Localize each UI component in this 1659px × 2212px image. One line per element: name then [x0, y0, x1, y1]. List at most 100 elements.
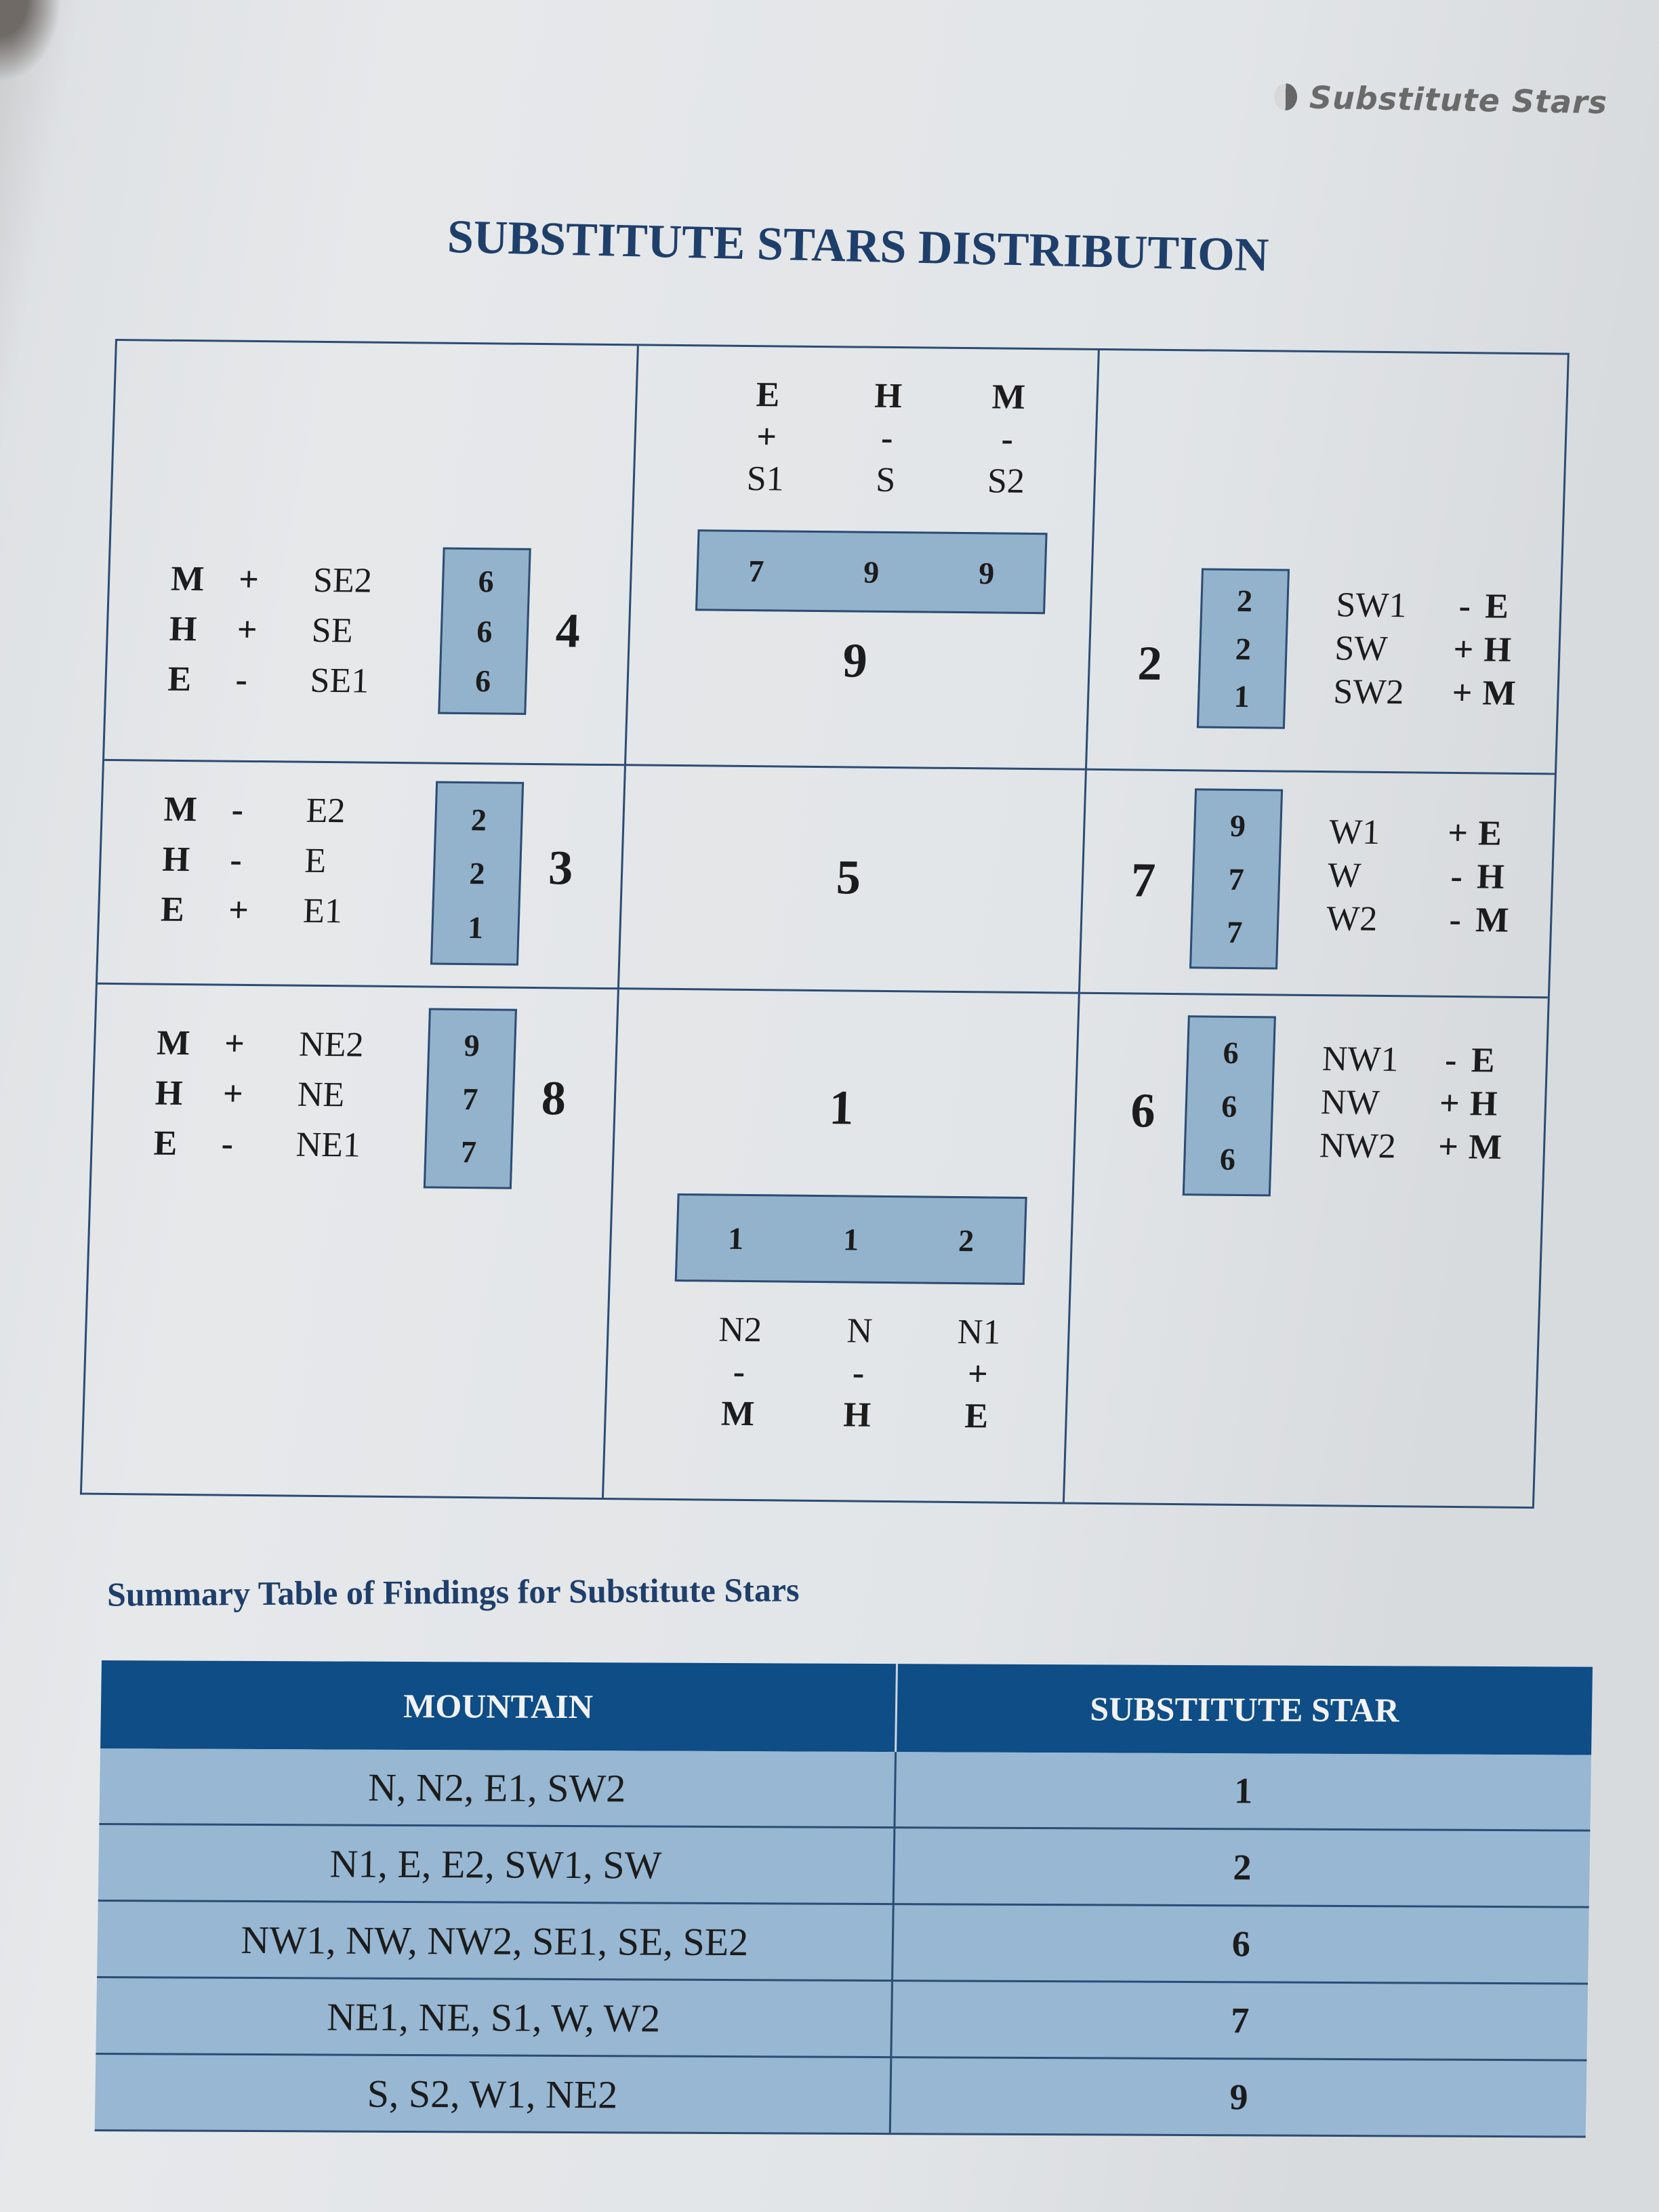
n-cols: N2-M N-H N1+E	[674, 1309, 1044, 1438]
s-substitute-box: 7 9 9	[695, 529, 1048, 615]
star-cell: 6	[892, 1904, 1589, 1984]
list-item: E-SE1	[167, 659, 406, 701]
running-head-text: Substitute Stars	[1309, 79, 1608, 121]
star-letter: M	[720, 1394, 756, 1434]
star-letter: M	[1481, 673, 1517, 713]
list-item: M+SE2	[170, 558, 409, 601]
sign: +	[1439, 1084, 1460, 1123]
star-letter: H	[1476, 857, 1505, 897]
ne-base-star: 8	[540, 1071, 567, 1126]
direction: S1	[745, 459, 785, 499]
list-item: N2-M	[716, 1309, 762, 1436]
star-cell: 2	[893, 1827, 1591, 1908]
star-letter: M	[991, 377, 1026, 417]
w-substitute-box: 9 7 7	[1189, 788, 1284, 970]
list-item: SW+H	[1334, 626, 1525, 672]
mountain-cell: NE1, NE, S1, W, W2	[96, 1977, 893, 2057]
star-cell: 1	[894, 1752, 1592, 1831]
mountain-cell: NW1, NW, NW2, SE1, SE, SE2	[97, 1900, 894, 1981]
substitute-value: 7	[462, 1081, 479, 1116]
table-header-row: MOUNTAIN SUBSTITUTE STAR	[100, 1660, 1593, 1755]
ne-substitute-box: 9 7 7	[423, 1008, 517, 1189]
sector-n: 1 1 1 2 N2-M N-H N1+E	[603, 989, 1080, 1502]
sign: +	[222, 1074, 244, 1113]
sign: -	[1000, 419, 1014, 459]
list-item: M + NE2	[156, 1023, 394, 1065]
w-rows: W1+E W-H W2-M	[1326, 810, 1519, 942]
sign: +	[237, 610, 258, 649]
direction: E1	[302, 891, 343, 930]
substitute-value: 6	[477, 564, 495, 599]
substitute-value: 2	[1235, 631, 1252, 666]
mountain-cell: N, N2, E1, SW2	[99, 1748, 896, 1828]
sector-nw: 6 6 6 6 NW1-E NW+H NW2+M	[1065, 994, 1548, 1507]
sector-s: E+S1 H-S M-S2 7 9 9 9	[626, 346, 1100, 771]
substitute-value: 6	[1219, 1141, 1236, 1176]
sw-substitute-box: 2 2 1	[1196, 568, 1290, 729]
direction: NE2	[298, 1025, 365, 1065]
sector-ne: M+NE2 H+NE E-NE1 9 7 7 8	[81, 984, 619, 1498]
sw-rows: SW1-E SW+H SW2+M	[1333, 583, 1527, 715]
e-rows: M-E2 H-E E + E1	[160, 789, 401, 932]
direction: NW	[1320, 1082, 1380, 1122]
star-letter: M	[1475, 900, 1510, 940]
list-item: NW2+M	[1319, 1124, 1510, 1169]
sign: -	[880, 418, 894, 458]
substitute-value: 9	[1229, 808, 1246, 844]
nw-base-star: 6	[1130, 1083, 1156, 1138]
star-letter: E	[964, 1397, 989, 1436]
list-item: M-E2	[163, 789, 402, 832]
n-base-star: 1	[828, 1080, 855, 1135]
distribution-grid: M+SE2 H+SE E-SE1 6 6 6 4 E+S1 H-S M-S2 7…	[79, 339, 1570, 1509]
star-letter: E	[160, 890, 185, 929]
list-item: N1+E	[954, 1311, 1001, 1438]
substitute-value: 2	[1236, 583, 1253, 618]
ne-rows: M+NE2 H+NE E-NE1	[153, 1023, 394, 1166]
direction: SW2	[1332, 672, 1405, 712]
page-title: SUBSTITUTE STARS DISTRIBUTION	[447, 211, 1270, 282]
list-item: N-H	[843, 1310, 874, 1436]
star-letter: H	[1483, 630, 1512, 670]
se-rows: M+SE2 H+SE E-SE1	[167, 558, 409, 701]
list-item: H+SE	[169, 609, 407, 651]
star-letter: E	[1484, 586, 1510, 626]
substitute-value: 6	[474, 663, 492, 699]
sign: +	[1452, 630, 1475, 669]
star-letter: H	[155, 1073, 184, 1113]
se-substitute-box: 6 6 6	[438, 547, 531, 715]
direction: S	[875, 460, 897, 500]
star-cell: 7	[890, 1980, 1589, 2061]
sign: +	[1447, 813, 1469, 853]
star-letter: E	[1477, 813, 1502, 853]
sign: +	[224, 1024, 245, 1063]
sign: -	[220, 1124, 234, 1164]
sign: +	[238, 560, 260, 599]
sign: -	[732, 1352, 746, 1391]
sign: -	[1448, 900, 1462, 939]
sign: -	[1450, 857, 1463, 896]
substitute-value: 6	[1222, 1035, 1240, 1071]
substitute-value: 2	[470, 802, 487, 837]
substitute-value: 6	[1221, 1088, 1238, 1124]
sign: +	[967, 1355, 989, 1394]
sign: +	[1451, 673, 1473, 712]
sign: +	[228, 890, 249, 930]
substitute-value: 9	[863, 554, 880, 590]
e-base-star: 3	[548, 840, 574, 895]
substitute-value: 1	[727, 1221, 744, 1256]
direction: SE1	[309, 661, 370, 701]
substitute-value: 1	[1233, 679, 1250, 714]
star-letter: M	[156, 1023, 191, 1063]
sign: -	[230, 790, 245, 830]
list-item: M-S2	[987, 376, 1028, 502]
substitute-value: 2	[468, 856, 486, 891]
substitute-value: 9	[463, 1028, 480, 1063]
column-header-mountain: MOUNTAIN	[100, 1660, 897, 1753]
list-item: H-E	[162, 839, 401, 882]
substitute-value: 1	[467, 909, 484, 945]
list-item: E + E1	[160, 889, 398, 932]
